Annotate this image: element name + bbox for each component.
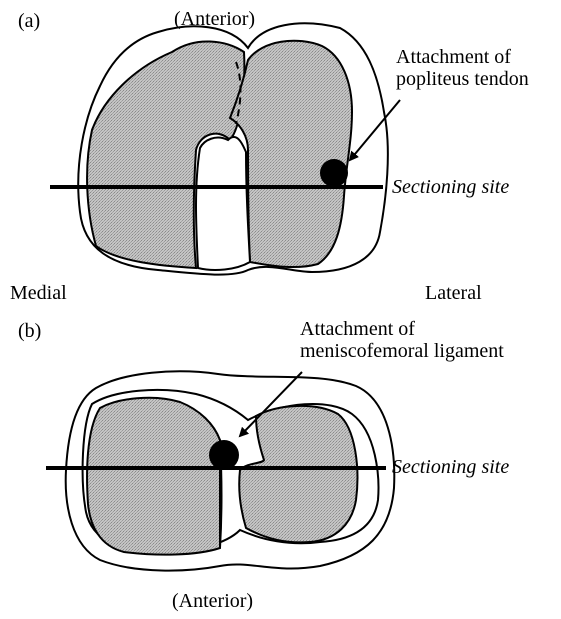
panel-b-sectioning-suffix: site <box>481 456 509 478</box>
panel-a-anterior-label: (Anterior) <box>174 8 255 30</box>
panel-a-intercondylar-notch <box>196 137 250 270</box>
panel-b-medial-plateau <box>87 398 221 555</box>
panel-a-callout-line2: popliteus tendon <box>396 68 529 90</box>
medial-side-label: Medial <box>10 282 67 304</box>
panel-b-meniscofemoral-attachment-marker <box>209 440 239 470</box>
panel-b-anterior-label: (Anterior) <box>172 590 253 612</box>
panel-a-popliteus-attachment-marker <box>320 159 348 187</box>
panel-a-callout-arrow <box>350 100 400 160</box>
panel-b-diagram <box>46 371 394 570</box>
panel-a-label: (a) <box>18 10 40 32</box>
panel-b-callout-line1: Attachment of <box>300 318 415 340</box>
lateral-side-label: Lateral <box>425 282 482 304</box>
panel-b-callout-line2: meniscofemoral ligament <box>300 340 504 362</box>
panel-a-callout-line1: Attachment of <box>396 46 511 68</box>
panel-a-diagram <box>50 23 400 274</box>
panel-a-sectioning-label: Sectioning site <box>392 176 509 198</box>
panel-a-sectioning-prefix: Sectioning <box>392 176 476 198</box>
panel-b-sectioning-prefix: Sectioning <box>392 456 476 478</box>
panel-b-lateral-plateau <box>239 406 357 542</box>
panel-a-sectioning-suffix: site <box>481 176 509 198</box>
panel-b-sectioning-label: Sectioning site <box>392 456 509 478</box>
panel-b-label: (b) <box>18 320 41 342</box>
